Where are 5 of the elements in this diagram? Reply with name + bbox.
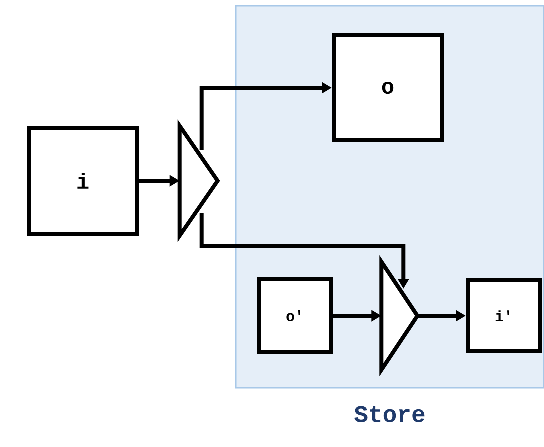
variable-box: o′ (257, 278, 333, 354)
variable-box: o (332, 34, 444, 142)
region-title: Store (354, 406, 425, 422)
variable-box: i (27, 126, 139, 236)
variable-box: i′ (466, 278, 542, 354)
